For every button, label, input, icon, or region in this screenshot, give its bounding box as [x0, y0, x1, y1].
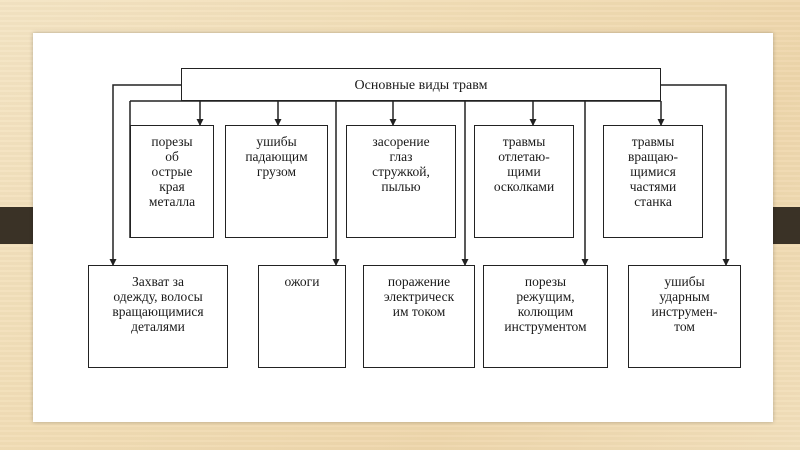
category-box: порезы режущим, колющим инструментом	[483, 265, 608, 368]
category-box: ушибы падающим грузом	[225, 125, 328, 238]
connector-to-ushiby-udarnym	[661, 84, 730, 266]
category-box: порезы об острые края металла	[130, 125, 214, 238]
connector-to-zahvat	[109, 84, 181, 266]
category-box: травмы вращаю- щимися частями станка	[603, 125, 703, 238]
category-box: поражение электрическ им током	[363, 265, 475, 368]
root-box: Основные виды травм	[181, 68, 661, 101]
category-box: Захват за одежду, волосы вращающимися де…	[88, 265, 228, 368]
category-box: ушибы ударным инструмен- том	[628, 265, 741, 368]
category-box: ожоги	[258, 265, 346, 368]
category-box: засорение глаз стружкой, пылью	[346, 125, 456, 238]
category-box: травмы отлетаю- щими осколками	[474, 125, 574, 238]
slide-card: Основные виды травм порезы об острые кра…	[33, 33, 773, 422]
